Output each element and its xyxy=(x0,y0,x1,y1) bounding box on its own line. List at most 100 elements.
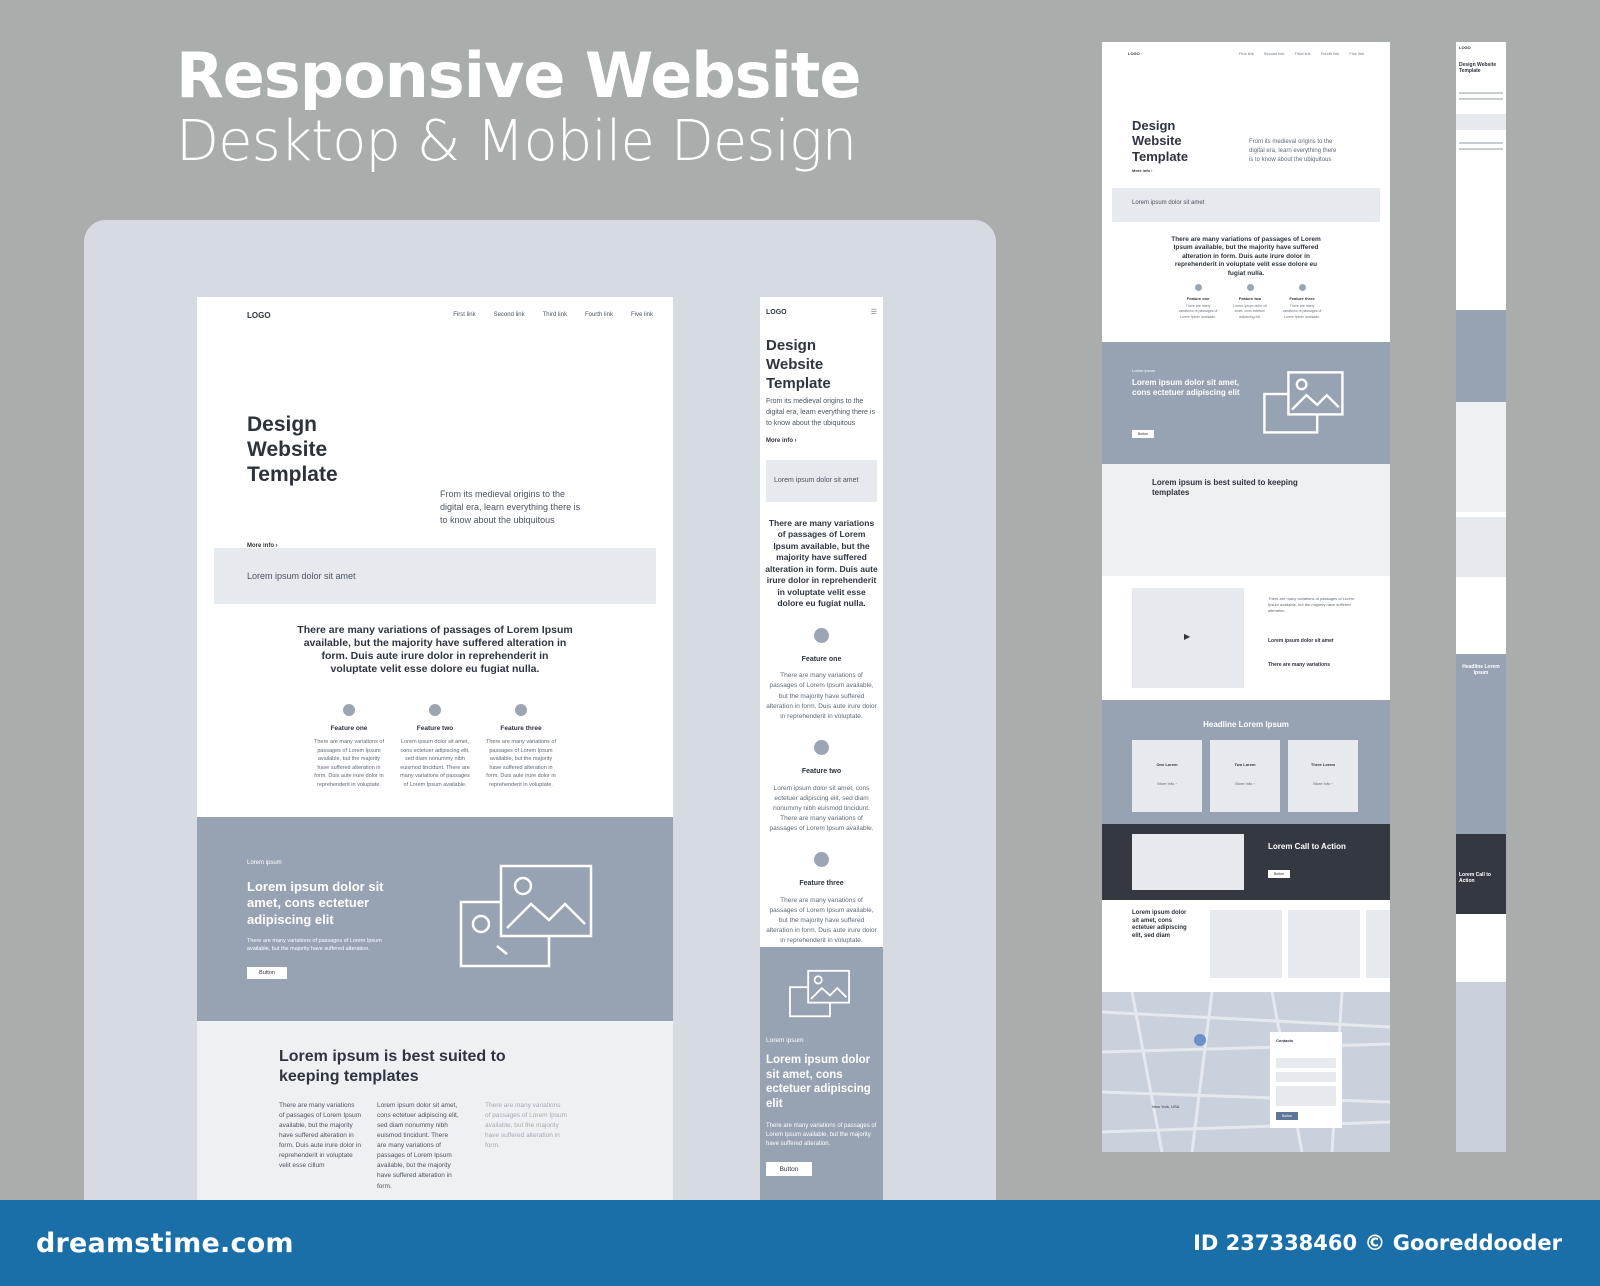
contact-input[interactable] xyxy=(1276,1086,1336,1106)
feature-dot-icon xyxy=(814,739,829,755)
contact-input[interactable] xyxy=(1276,1058,1336,1068)
band-button[interactable]: Button xyxy=(1132,430,1154,438)
nav-link-first[interactable]: First link xyxy=(1238,50,1254,56)
info-bar: Lorem ipsum dolor sit amet xyxy=(214,548,656,604)
contact-input[interactable] xyxy=(1276,1072,1336,1082)
desktop-mockup: LOGO First link Second link Third link F… xyxy=(197,297,673,1200)
text-line xyxy=(1459,92,1503,94)
band-button[interactable]: Button xyxy=(247,967,287,979)
mobile-mockup: LOGO ☰ Design Website Template From its … xyxy=(760,297,883,1200)
nav-link-five[interactable]: Five link xyxy=(630,312,653,318)
text-line xyxy=(1459,148,1503,150)
info-bar: Lorem ipsum dolor sit amet xyxy=(766,459,877,502)
footer-brand: dreamstime.com xyxy=(36,1228,294,1259)
contacts-button[interactable]: Button xyxy=(1276,1112,1298,1120)
feature-title: Feature one xyxy=(1186,296,1210,301)
map-section xyxy=(1456,982,1506,1152)
intro-text: There are many variations of passages of… xyxy=(1171,236,1321,277)
feature-text: Lorem ipsum dolor sit amet, cons ectetue… xyxy=(769,784,874,832)
nav-link-second[interactable]: Second link xyxy=(493,312,525,318)
feature-dot-icon xyxy=(515,704,527,716)
card-more-link[interactable]: More Info › xyxy=(1235,781,1255,786)
more-info-link[interactable]: More info › xyxy=(1132,168,1153,173)
promo-band: Lorem ipsum Lorem ipsum dolor sit amet, … xyxy=(197,817,673,1021)
cards-section: Headline Lorem Ipsum xyxy=(1456,654,1506,834)
cta-section: Lorem Call to Action xyxy=(1456,834,1506,914)
card-title: Two Lorem xyxy=(1234,762,1256,767)
video-player[interactable] xyxy=(1132,588,1244,688)
cta-title: Lorem Call to Action xyxy=(1459,872,1491,884)
card-more-link[interactable]: More Info › xyxy=(1313,781,1333,786)
nav-link-third[interactable]: Third link xyxy=(542,312,567,318)
logo[interactable]: LOGO xyxy=(1459,45,1471,50)
map-pin-icon[interactable] xyxy=(1194,1034,1206,1046)
cta-button[interactable]: Button xyxy=(1268,870,1290,878)
feature-dot-icon xyxy=(343,704,355,716)
footer-bar: dreamstime.com ID 237338460 © Gooreddood… xyxy=(0,1200,1600,1286)
nav-link-fourth[interactable]: Fourth link xyxy=(1320,50,1340,56)
desktop-preview: LOGO First link Second link Third link F… xyxy=(1102,42,1390,1152)
templates-column: There are many variations of passages of… xyxy=(279,1102,362,1170)
feature-title: Feature one xyxy=(801,655,842,663)
gallery-item[interactable] xyxy=(1366,910,1390,978)
hero-title: Design Website Template xyxy=(766,337,831,392)
headline-title: Responsive Website xyxy=(176,39,861,112)
feature-title: Feature two xyxy=(416,725,454,732)
feature-dot-icon xyxy=(1194,284,1202,291)
intro-text: There are many variations of passages of… xyxy=(297,624,573,676)
hero-title: Design Website Template xyxy=(247,413,338,486)
gallery-item[interactable] xyxy=(1288,910,1360,978)
feature-title: Feature three xyxy=(1289,296,1315,301)
more-info-link[interactable]: More info › xyxy=(766,437,797,444)
play-icon[interactable]: ▶ xyxy=(1184,632,1191,641)
templates-title: Lorem ipsum is best suited to keeping te… xyxy=(279,1048,506,1085)
text-line xyxy=(1459,142,1503,144)
gallery-item[interactable] xyxy=(1210,910,1282,978)
nav-links: First link Second link Third link Fourth… xyxy=(453,312,653,318)
map-section: Contacts Button New York, USA xyxy=(1102,992,1390,1152)
nav-link-first[interactable]: First link xyxy=(453,312,476,318)
nav-link-fourth[interactable]: Fourth link xyxy=(584,312,613,318)
logo[interactable]: LOGO xyxy=(247,310,271,320)
feature-title: Feature three xyxy=(500,725,542,732)
nav-link-second[interactable]: Second link xyxy=(1263,50,1285,56)
nav-link-five[interactable]: Five link xyxy=(1349,50,1364,56)
mobile-preview: LOGO Design Website Template Headline Lo… xyxy=(1456,42,1506,1152)
nav-link-third[interactable]: Third link xyxy=(1294,50,1311,56)
logo[interactable]: LOGO xyxy=(766,308,787,316)
headline: Responsive Website Desktop & Mobile Desi… xyxy=(176,39,861,173)
templates-column: Lorem ipsum dolor sit amet, cons ectetue… xyxy=(377,1102,459,1190)
templates-title: Lorem ipsum is best suited to keeping te… xyxy=(1152,478,1298,497)
logo[interactable]: LOGO xyxy=(1128,50,1140,56)
footer-city: New York, USA xyxy=(1152,1104,1180,1109)
band-button[interactable]: Button xyxy=(766,1162,812,1176)
band-title: Lorem ipsum dolor sit amet, cons ectetue… xyxy=(766,1054,871,1111)
hero-text: From its medieval origins to the digital… xyxy=(440,489,581,526)
card-more-link[interactable]: More Info › xyxy=(1157,781,1177,786)
video-section xyxy=(1456,517,1506,577)
contacts-form: Contacts Button xyxy=(1270,1032,1342,1128)
mobile-nav: LOGO ☰ xyxy=(760,297,883,327)
band-label: Lorem ipsum xyxy=(247,860,282,866)
hero-text: From its medieval origins to the digital… xyxy=(766,398,875,427)
promo-band: Lorem ipsum Lorem ipsum dolor sit amet, … xyxy=(1102,342,1390,464)
promo-band: Lorem ipsum Lorem ipsum dolor sit amet, … xyxy=(760,947,883,1200)
image-placeholder-icon xyxy=(789,969,850,1018)
hero-section: Design Website Template From its medieva… xyxy=(197,333,673,549)
band-label: Lorem ipsum xyxy=(1132,368,1156,373)
templates-section: Lorem ipsum is best suited to keeping te… xyxy=(197,1021,673,1200)
map-grid xyxy=(1102,992,1390,1152)
more-info-link[interactable]: More info › xyxy=(247,543,278,549)
image-placeholder-icon xyxy=(459,864,593,968)
feature-text: There are many variations of passages of… xyxy=(313,739,384,788)
menu-icon[interactable]: ☰ xyxy=(870,309,877,316)
